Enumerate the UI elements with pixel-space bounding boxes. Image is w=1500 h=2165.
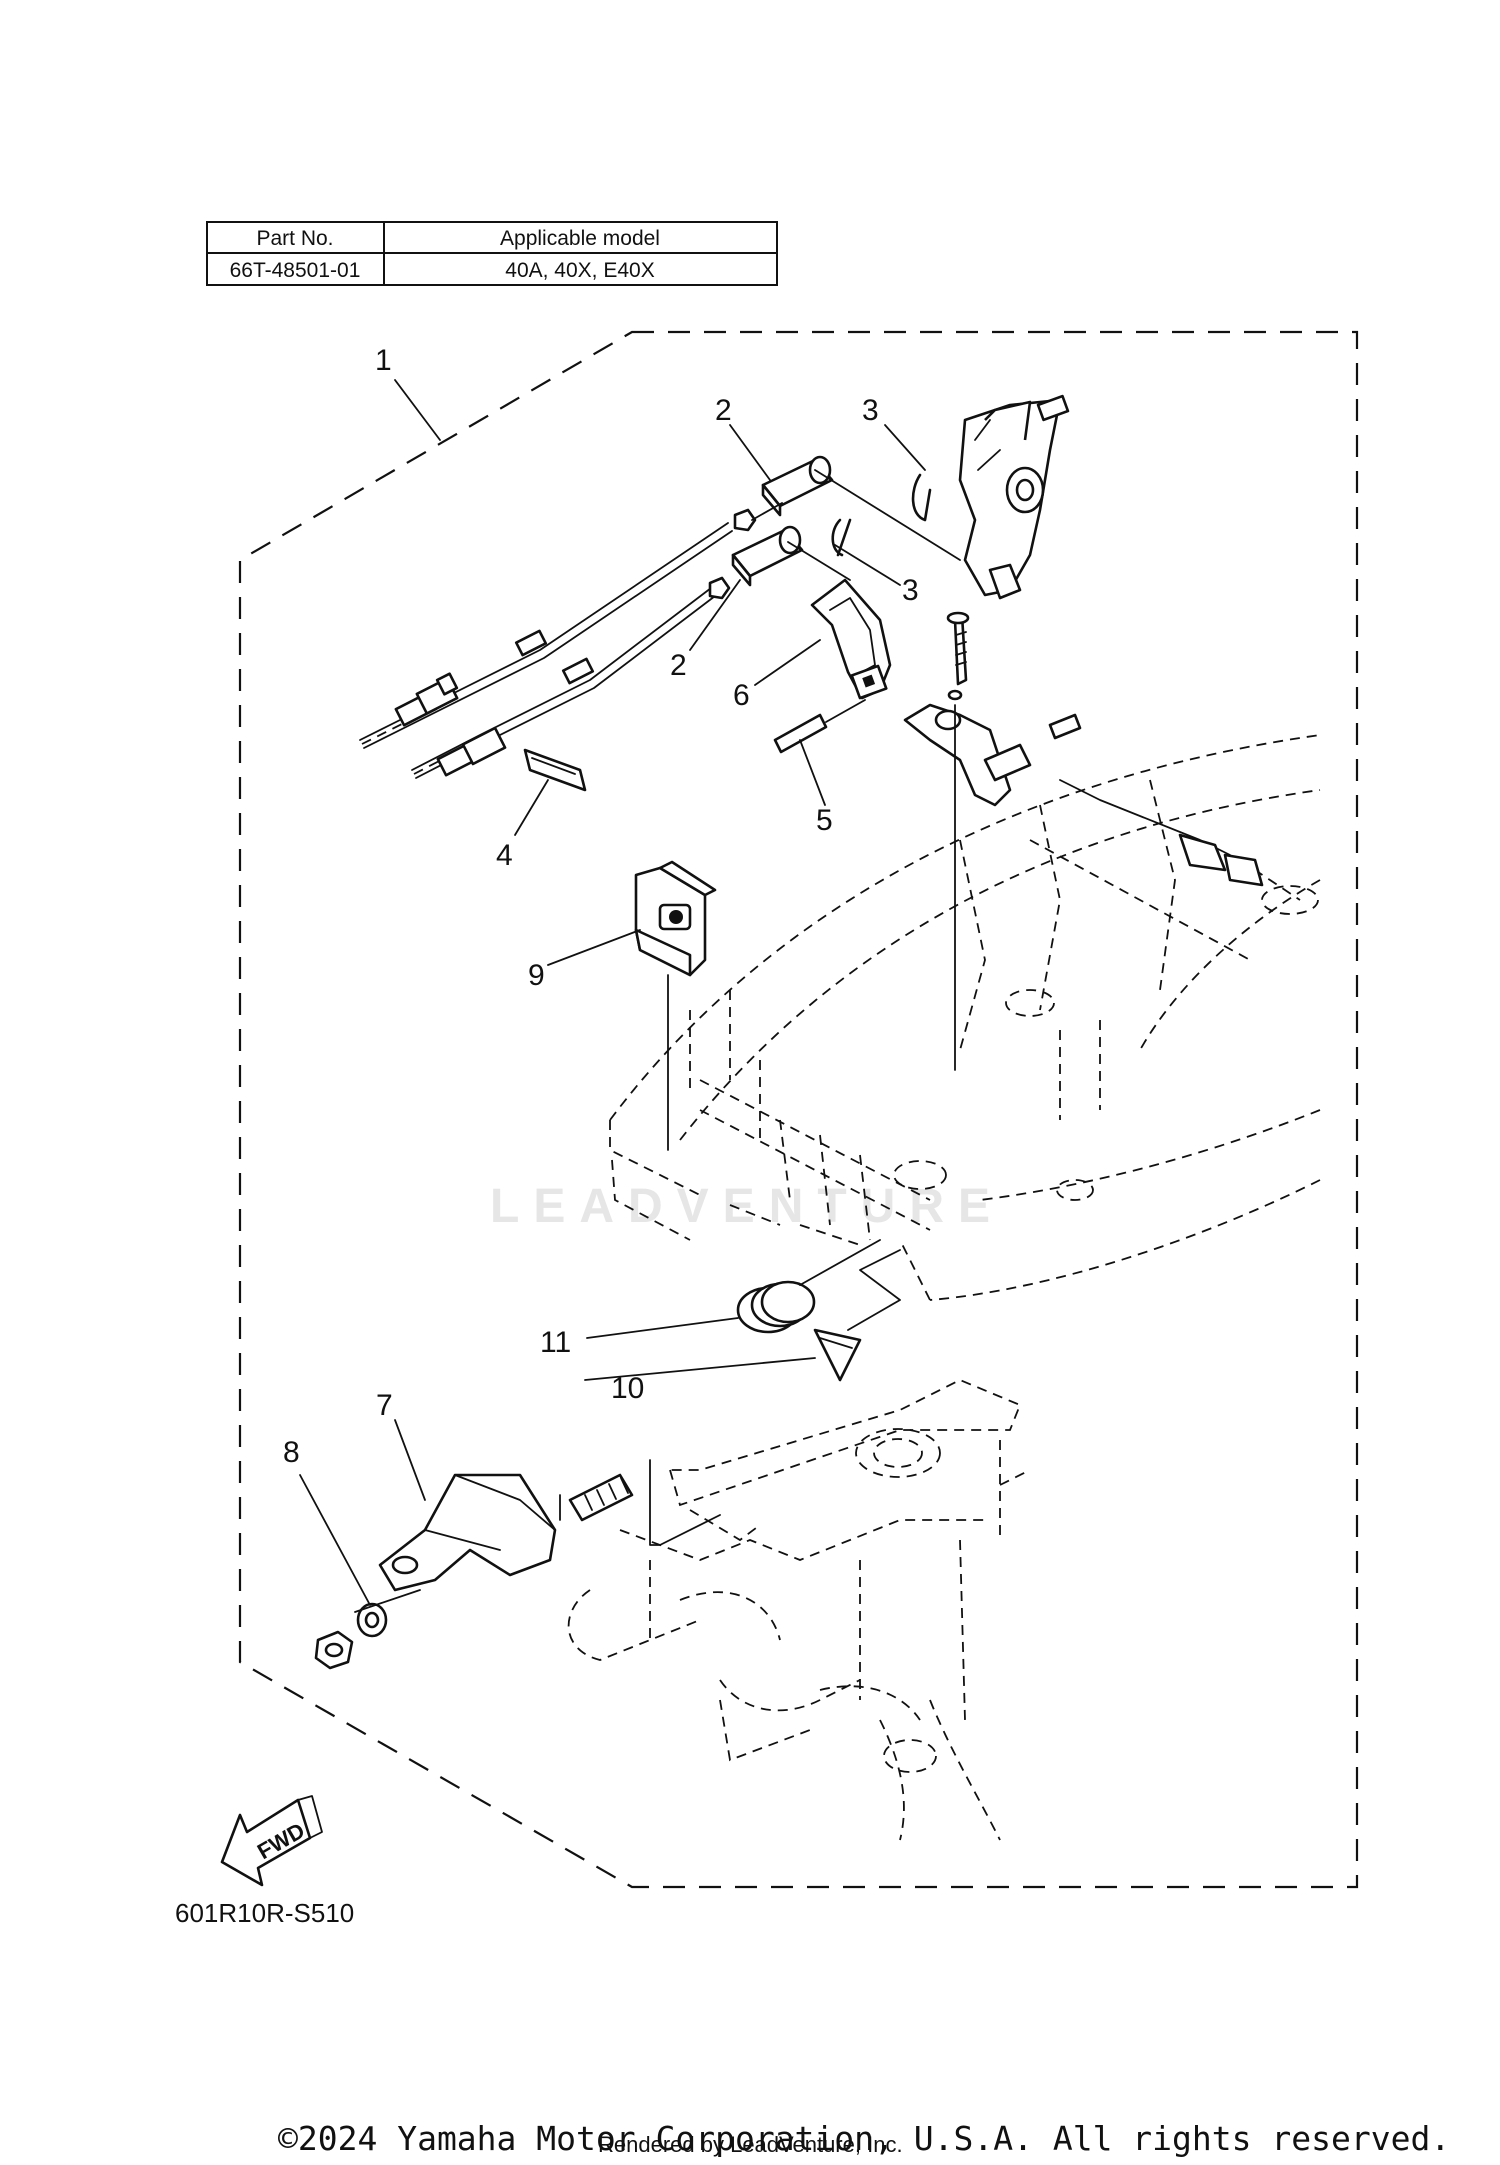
part-number-table: Part No. Applicable model 66T-48501-01 4…	[206, 221, 778, 286]
shift-cables	[359, 508, 757, 779]
bracket-7	[378, 1473, 557, 1592]
copyright-notice: ©2024 Yamaha Motor Corporation, U.S.A. A…	[278, 2119, 1450, 2158]
table-header-applicable-model: Applicable model	[500, 227, 660, 250]
assembly-lines	[354, 469, 961, 1613]
washer-8	[356, 1602, 388, 1638]
rendered-by-notice: Rendered by LeadVenture, Inc.	[598, 2132, 903, 2157]
shift-rod-bracket	[903, 611, 1264, 887]
callout-numbers: 1 2 2 3 3 4 5 6 7 8 9 10 11	[283, 344, 919, 1469]
callout-10: 10	[611, 1372, 644, 1405]
clip-upper	[911, 473, 932, 522]
cap-10	[813, 1328, 862, 1382]
watermark-text: LEADVENTURE	[490, 1180, 1004, 1233]
callout-2-upper: 2	[715, 394, 732, 427]
callout-3-upper: 3	[862, 394, 879, 427]
callout-4: 4	[496, 839, 513, 872]
guide-plate-4	[523, 748, 587, 792]
callout-1: 1	[375, 344, 392, 377]
clip-lower	[831, 518, 852, 557]
callout-7: 7	[376, 1389, 393, 1422]
shift-lever	[810, 578, 892, 700]
nut-8	[314, 1630, 354, 1670]
swivel-bracket-ghost	[567, 1379, 1031, 1841]
plug-11	[736, 1280, 816, 1334]
neutral-switch-bracket	[958, 394, 1070, 600]
table-cell-applicable-model: 40A, 40X, E40X	[505, 259, 654, 282]
table-cell-part-no: 66T-48501-01	[230, 259, 361, 282]
joint-lower	[731, 525, 804, 587]
spring	[568, 1473, 634, 1522]
cable-holder-9	[634, 860, 717, 977]
callout-9: 9	[528, 959, 545, 992]
callout-6: 6	[733, 679, 750, 712]
callout-11: 11	[540, 1326, 571, 1359]
callout-leaders	[299, 379, 926, 1606]
callout-2-lower: 2	[670, 649, 687, 682]
pin-5	[773, 713, 828, 754]
kit-boundary	[238, 330, 1359, 1889]
table-header-part-no: Part No.	[256, 227, 333, 250]
bottom-cowling-ghost	[609, 734, 1321, 1301]
joint-upper	[761, 455, 834, 517]
fwd-arrow: FWD	[220, 1795, 323, 1887]
figure-code: 601R10R-S510	[175, 1898, 354, 1928]
callout-3-lower: 3	[902, 574, 919, 607]
callout-5: 5	[816, 804, 833, 837]
callout-8: 8	[283, 1436, 300, 1469]
